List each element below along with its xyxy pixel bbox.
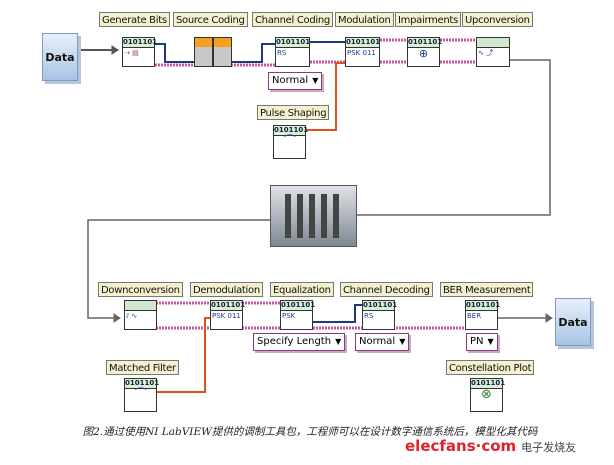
label-matched-filter: Matched Filter — [106, 360, 179, 375]
psk-glyph: PSK — [212, 312, 226, 320]
bin-glyph: 011 — [362, 49, 376, 57]
watermark-brand: elecfans·com — [405, 437, 517, 455]
dropdown-value: Normal — [272, 75, 309, 86]
watermark-cn: 电子发烧友 — [521, 441, 577, 454]
ber-sequence-dropdown[interactable]: PN▼ — [466, 333, 498, 351]
bits-header: 0101101 — [123, 38, 158, 48]
chevron-down-icon: ▼ — [312, 76, 319, 85]
label-impairments: Impairments — [395, 12, 461, 27]
rs-glyph: RS — [277, 49, 287, 57]
channel-decoding-mode-dropdown[interactable]: Normal▼ — [355, 333, 410, 351]
psk-glyph: PSK — [282, 312, 296, 320]
pxi-hardware-image — [270, 185, 357, 247]
source-coding-vi-2[interactable] — [213, 37, 232, 67]
label-ber-measurement: BER Measurement — [440, 282, 534, 297]
equalization-length-dropdown[interactable]: Specify Length▼ — [253, 333, 346, 351]
filter-shape-icon: ⏜ — [134, 387, 147, 401]
generate-bits-vi[interactable]: 0101101⇢ ▤ — [122, 37, 158, 67]
dropdown-value: Specify Length — [257, 336, 332, 347]
channel-coding-mode-dropdown[interactable]: Normal▼ — [268, 72, 323, 90]
downconversion-vi[interactable]: ⫽ ∿ — [124, 300, 157, 330]
label-generate-bits: Generate Bits — [99, 12, 170, 27]
chevron-down-icon: ▼ — [335, 337, 342, 346]
wave-header — [477, 38, 509, 48]
filter-shape-icon: ⏜ — [283, 134, 296, 148]
label-modulation: Modulation — [335, 12, 394, 27]
data-input-icon: Data — [42, 33, 78, 81]
label-constellation-plot: Constellation Plot — [446, 360, 535, 375]
bin-glyph: 011 — [227, 312, 241, 320]
wave-icon: ⫽ ∿ — [126, 312, 138, 320]
impairments-vi[interactable]: 0101101⊕ — [407, 37, 443, 67]
label-channel-decoding: Channel Decoding — [340, 282, 433, 297]
dropdown-value: Normal — [359, 336, 396, 347]
figure-caption: 图2.通过使用NI LabVIEW提供的调制工具包，工程师可以在设计数字通信系统… — [82, 426, 538, 438]
bits-header: 0101101 — [276, 38, 311, 48]
bits-header: 0101101 — [346, 38, 381, 48]
blue-wire-bottom — [313, 304, 362, 323]
chevron-down-icon: ▼ — [399, 337, 406, 346]
label-pulse-shaping: Pulse Shaping — [257, 105, 330, 120]
bits-header: 0101101 — [211, 301, 246, 311]
pink-wire-top — [155, 38, 476, 67]
source-coding-icon — [214, 38, 231, 47]
crosshair-icon: ⊕ — [418, 47, 429, 60]
pink-wire-bottom — [156, 301, 465, 330]
rs-glyph: RS — [364, 312, 374, 320]
blue-wire-top — [155, 41, 345, 63]
pulse-shaping-wire — [305, 62, 345, 131]
data-output-icon: Data — [555, 298, 591, 346]
psk-glyph: PSK — [347, 49, 361, 57]
bits-header: 0101101 — [125, 379, 160, 389]
rx-wire — [87, 219, 270, 319]
bits-header: 0101101 — [363, 301, 398, 311]
constellation-plot-vi[interactable]: 0101101⊗ — [470, 378, 506, 412]
source-coding-vi-1[interactable] — [194, 37, 213, 67]
bits-header: 0101101 — [274, 126, 309, 136]
matched-filter-vi[interactable]: 0101101⏜ — [124, 378, 160, 412]
constellation-icon: ⊗ — [481, 387, 492, 402]
label-demodulation: Demodulation — [190, 282, 263, 297]
pulse-shaping-vi[interactable]: 0101101⏜ — [273, 125, 309, 159]
watermark: elecfans·com 电子发烧友 — [405, 437, 576, 455]
return-wire — [355, 59, 551, 216]
chevron-down-icon: ▼ — [487, 337, 494, 346]
bits-header: 0101101 — [281, 301, 316, 311]
label-channel-coding: Channel Coding — [252, 12, 333, 27]
wave-header — [125, 301, 156, 311]
label-downconversion: Downconversion — [98, 282, 183, 297]
bits-header: 0101101 — [471, 379, 506, 389]
label-upconversion: Upconversion — [462, 12, 533, 27]
bits-header: 0101101 — [408, 38, 443, 48]
matched-filter-wire — [156, 317, 210, 393]
dropdown-value: PN — [470, 336, 484, 347]
source-coding-icon — [195, 38, 212, 47]
wave-icon: ∿ ⤴ — [478, 49, 494, 57]
upconversion-vi[interactable]: ∿ ⤴ — [476, 37, 510, 67]
bits-header: 0101101 — [466, 301, 501, 311]
label-source-coding: Source Coding — [173, 12, 248, 27]
bits-icon: ⇢ ▤ — [124, 49, 139, 57]
ber-glyph: BER — [467, 312, 482, 320]
label-equalization: Equalization — [270, 282, 334, 297]
